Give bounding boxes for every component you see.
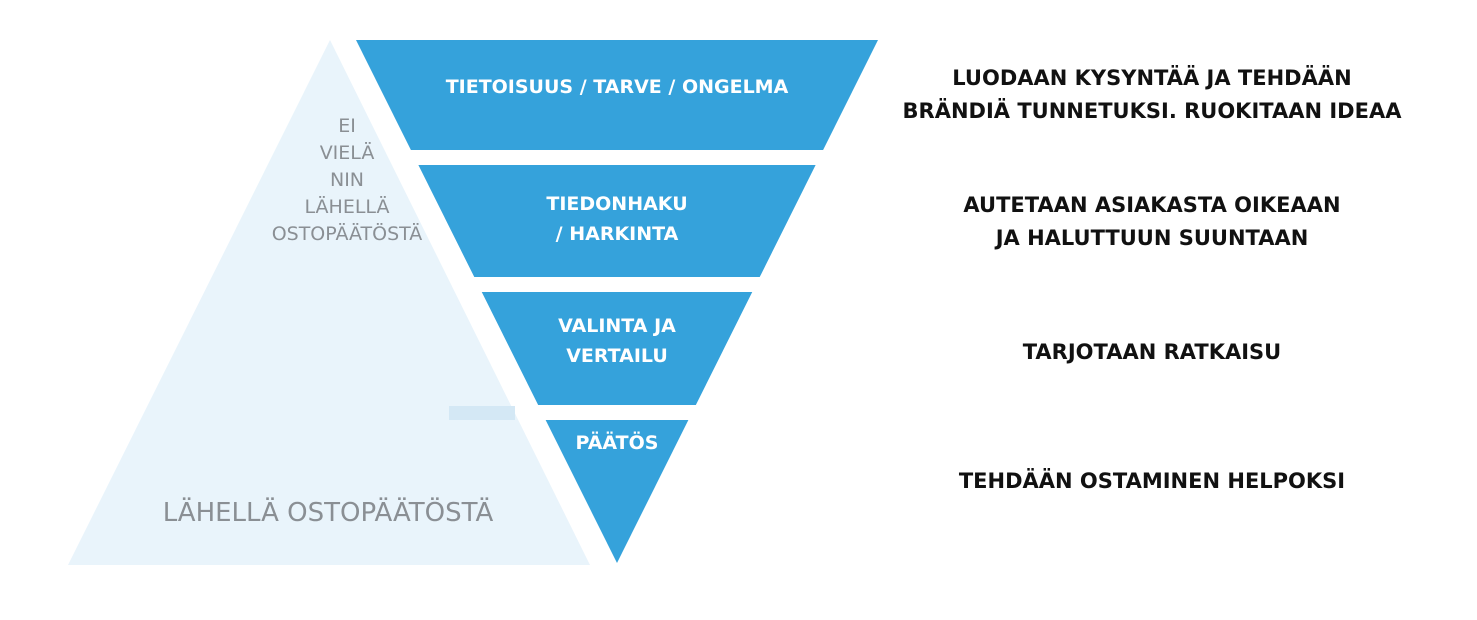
funnel-segment-label: TIEDONHAKU xyxy=(546,193,687,215)
pyramid-top-label-line: LÄHELLÄ xyxy=(305,195,390,218)
stage-description-line: TEHDÄÄN OSTAMINEN HELPOKSI xyxy=(959,468,1345,493)
funnel-segment xyxy=(356,40,878,150)
funnel-segment-label: VERTAILU xyxy=(566,345,668,367)
pyramid-top-label-line: VIELÄ xyxy=(320,141,375,164)
stage-description-line: BRÄNDIÄ TUNNETUKSI. RUOKITAAN IDEAA xyxy=(903,98,1403,123)
stage-description-line: AUTETAAN ASIAKASTA OIKEAAN xyxy=(963,193,1340,217)
pyramid-top-label: EI VIELÄ NIN LÄHELLÄ OSTOPÄÄTÖSTÄ xyxy=(272,115,423,245)
funnel-segment xyxy=(481,292,753,405)
pyramid-top-label-line: NIN xyxy=(330,169,364,191)
pyramid-top-label-line: EI xyxy=(338,115,356,137)
funnel-segment xyxy=(545,420,689,563)
stage-descriptions: LUODAAN KYSYNTÄÄ JA TEHDÄÄN BRÄNDIÄ TUNNE… xyxy=(903,65,1403,493)
funnel-segment-label: TIETOISUUS / TARVE / ONGELMA xyxy=(446,76,789,98)
pyramid-bottom-label: LÄHELLÄ OSTOPÄÄTÖSTÄ xyxy=(163,496,494,528)
funnel-segments xyxy=(356,40,878,563)
pyramid-step-stub xyxy=(449,406,515,420)
funnel-segment-label: / HARKINTA xyxy=(556,223,679,245)
stage-description-line: TARJOTAAN RATKAISU xyxy=(1023,340,1282,364)
funnel-segment xyxy=(418,165,816,277)
funnel-segment-label: VALINTA JA xyxy=(558,315,676,337)
pyramid-bottom-label-text: LÄHELLÄ OSTOPÄÄTÖSTÄ xyxy=(163,496,494,528)
stage-description-line: LUODAAN KYSYNTÄÄ JA TEHDÄÄN xyxy=(952,65,1351,90)
funnel-segment-label: PÄÄTÖS xyxy=(576,430,659,454)
pyramid-top-label-line: OSTOPÄÄTÖSTÄ xyxy=(272,222,423,245)
funnel-labels: TIETOISUUS / TARVE / ONGELMA TIEDONHAKU / … xyxy=(446,76,789,454)
pyramid-background xyxy=(68,40,590,565)
stage-description-line: JA HALUTTUUN SUUNTAAN xyxy=(994,226,1309,250)
